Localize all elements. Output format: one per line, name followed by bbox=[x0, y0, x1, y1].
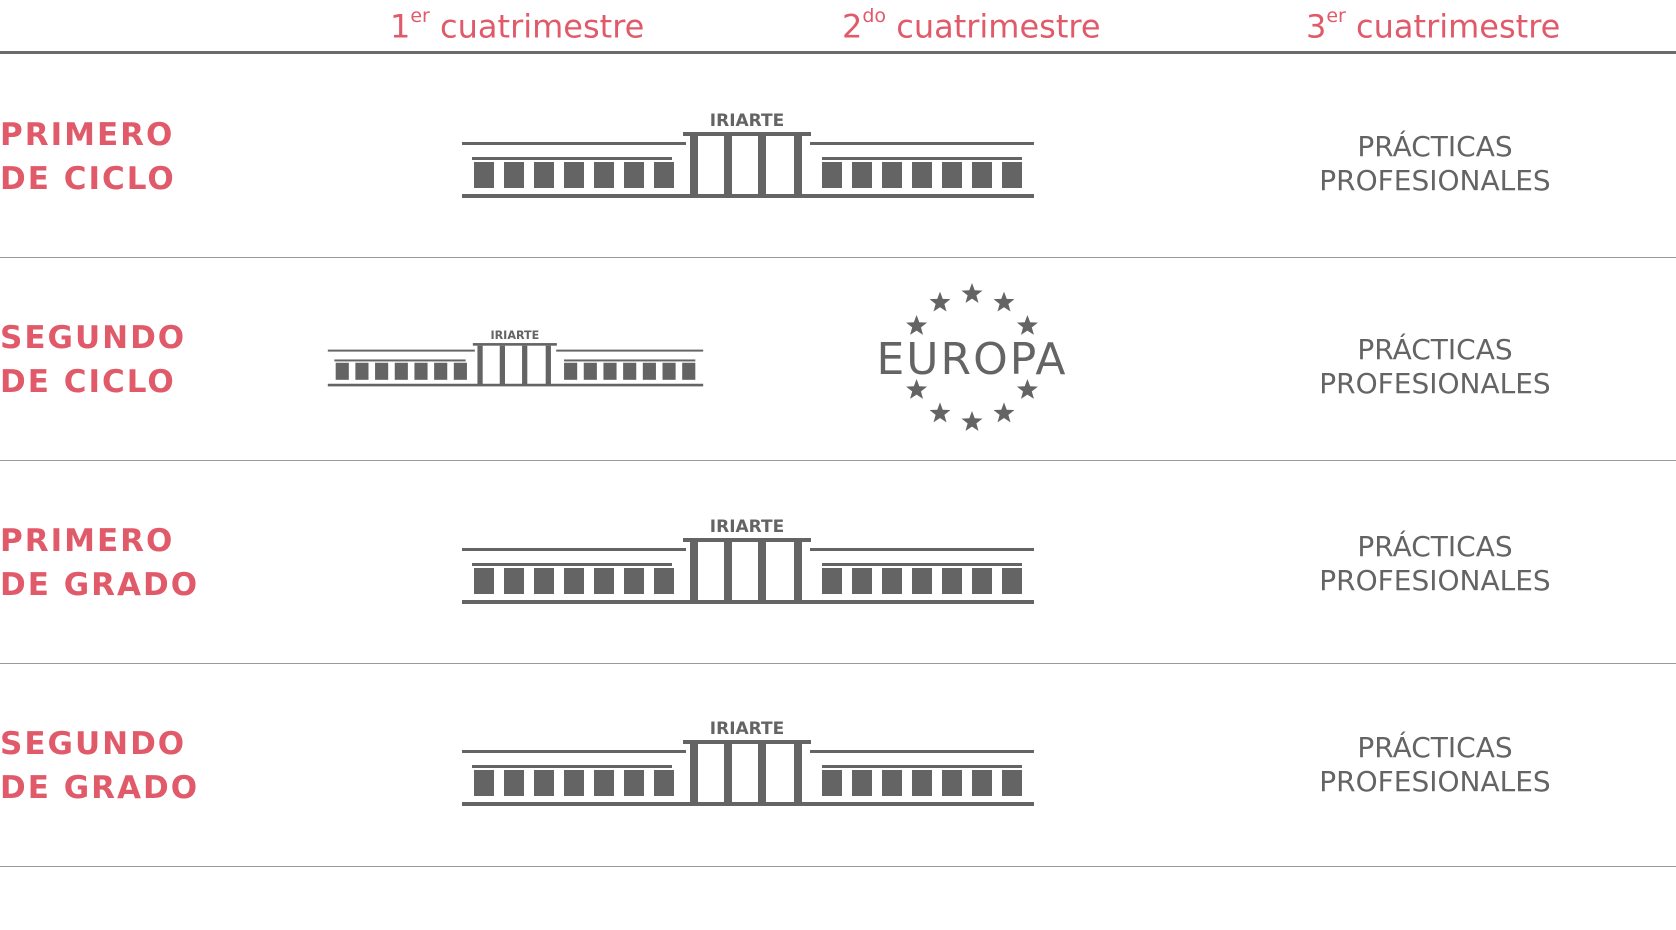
row-2-practicas: PRÁCTICAS PROFESIONALES bbox=[1285, 333, 1585, 401]
europa-stars-icon: EUROPA bbox=[876, 283, 1067, 431]
row-3-practicas-line2: PROFESIONALES bbox=[1319, 564, 1551, 597]
star-icon bbox=[929, 402, 951, 423]
header-col-1-num: 1 bbox=[390, 7, 411, 46]
row-3-label-line1: PRIMERO bbox=[0, 523, 175, 559]
star-icon bbox=[961, 411, 983, 431]
row-4-practicas-line1: PRÁCTICAS bbox=[1357, 731, 1513, 764]
row-3-practicas: PRÁCTICAS PROFESIONALES bbox=[1285, 530, 1585, 598]
header-col-2-num: 2 bbox=[842, 7, 863, 46]
star-icon bbox=[961, 283, 983, 303]
header-col-2-sup: do bbox=[862, 5, 887, 27]
row-1-label-line1: PRIMERO bbox=[0, 117, 175, 153]
star-icon bbox=[993, 291, 1015, 312]
row-2-label-line2: DE CICLO bbox=[0, 364, 176, 400]
row-1-label: PRIMERO DE CICLO bbox=[0, 113, 176, 201]
header-col-3-num: 3 bbox=[1306, 7, 1327, 46]
row-3-label: PRIMERO DE GRADO bbox=[0, 519, 199, 607]
row-4-practicas: PRÁCTICAS PROFESIONALES bbox=[1285, 731, 1585, 799]
row-2-label-line1: SEGUNDO bbox=[0, 320, 187, 356]
row-4-label: SEGUNDO DE GRADO bbox=[0, 722, 199, 810]
row-divider-2 bbox=[0, 460, 1676, 461]
star-icon bbox=[906, 379, 928, 399]
iriarte-label: IRIARTE bbox=[710, 111, 784, 131]
star-icon bbox=[1016, 315, 1038, 335]
row-2-practicas-line2: PROFESIONALES bbox=[1319, 367, 1551, 400]
header-col-3-label: cuatrimestre bbox=[1345, 7, 1561, 46]
row-4-label-line2: DE GRADO bbox=[0, 770, 200, 806]
row-4-practicas-line2: PROFESIONALES bbox=[1319, 765, 1551, 798]
iriarte-label: IRIARTE bbox=[490, 329, 539, 342]
row-divider-3 bbox=[0, 663, 1676, 664]
header-col-1-sup: er bbox=[410, 5, 430, 27]
row-4-label-line1: SEGUNDO bbox=[0, 726, 187, 762]
header-col-3-sup: er bbox=[1326, 5, 1346, 27]
europa-label: EUROPA bbox=[876, 334, 1067, 385]
row-3-label-line2: DE GRADO bbox=[0, 567, 200, 603]
row-1-practicas-line1: PRÁCTICAS bbox=[1357, 130, 1513, 163]
star-icon bbox=[1016, 379, 1038, 399]
header-col-2-label: cuatrimestre bbox=[886, 7, 1101, 46]
star-icon bbox=[906, 315, 928, 335]
header-divider bbox=[0, 51, 1676, 54]
row-1-label-line2: DE CICLO bbox=[0, 161, 176, 197]
star-icon bbox=[929, 291, 951, 312]
iriarte-label: IRIARTE bbox=[710, 719, 784, 739]
star-icon bbox=[993, 402, 1015, 423]
header-col-3: 3er cuatrimestre bbox=[1306, 0, 1560, 47]
iriarte-building-icon: IRIARTE bbox=[462, 517, 1034, 604]
row-1-practicas-line2: PROFESIONALES bbox=[1319, 164, 1551, 197]
iriarte-label: IRIARTE bbox=[710, 517, 784, 537]
iriarte-building-small-icon: IRIARTE bbox=[327, 329, 704, 387]
row-divider-4 bbox=[0, 866, 1676, 867]
header-col-1: 1er cuatrimestre bbox=[390, 0, 644, 47]
row-2-practicas-line1: PRÁCTICAS bbox=[1357, 333, 1513, 366]
row-divider-1 bbox=[0, 257, 1676, 258]
row-1-practicas: PRÁCTICAS PROFESIONALES bbox=[1285, 130, 1585, 198]
header-col-2: 2do cuatrimestre bbox=[842, 0, 1101, 47]
row-3-practicas-line1: PRÁCTICAS bbox=[1357, 530, 1513, 563]
header-col-1-label: cuatrimestre bbox=[429, 7, 645, 46]
iriarte-building-icon: IRIARTE bbox=[462, 719, 1034, 806]
iriarte-building-icon: IRIARTE bbox=[462, 111, 1034, 198]
row-2-label: SEGUNDO DE CICLO bbox=[0, 316, 186, 404]
